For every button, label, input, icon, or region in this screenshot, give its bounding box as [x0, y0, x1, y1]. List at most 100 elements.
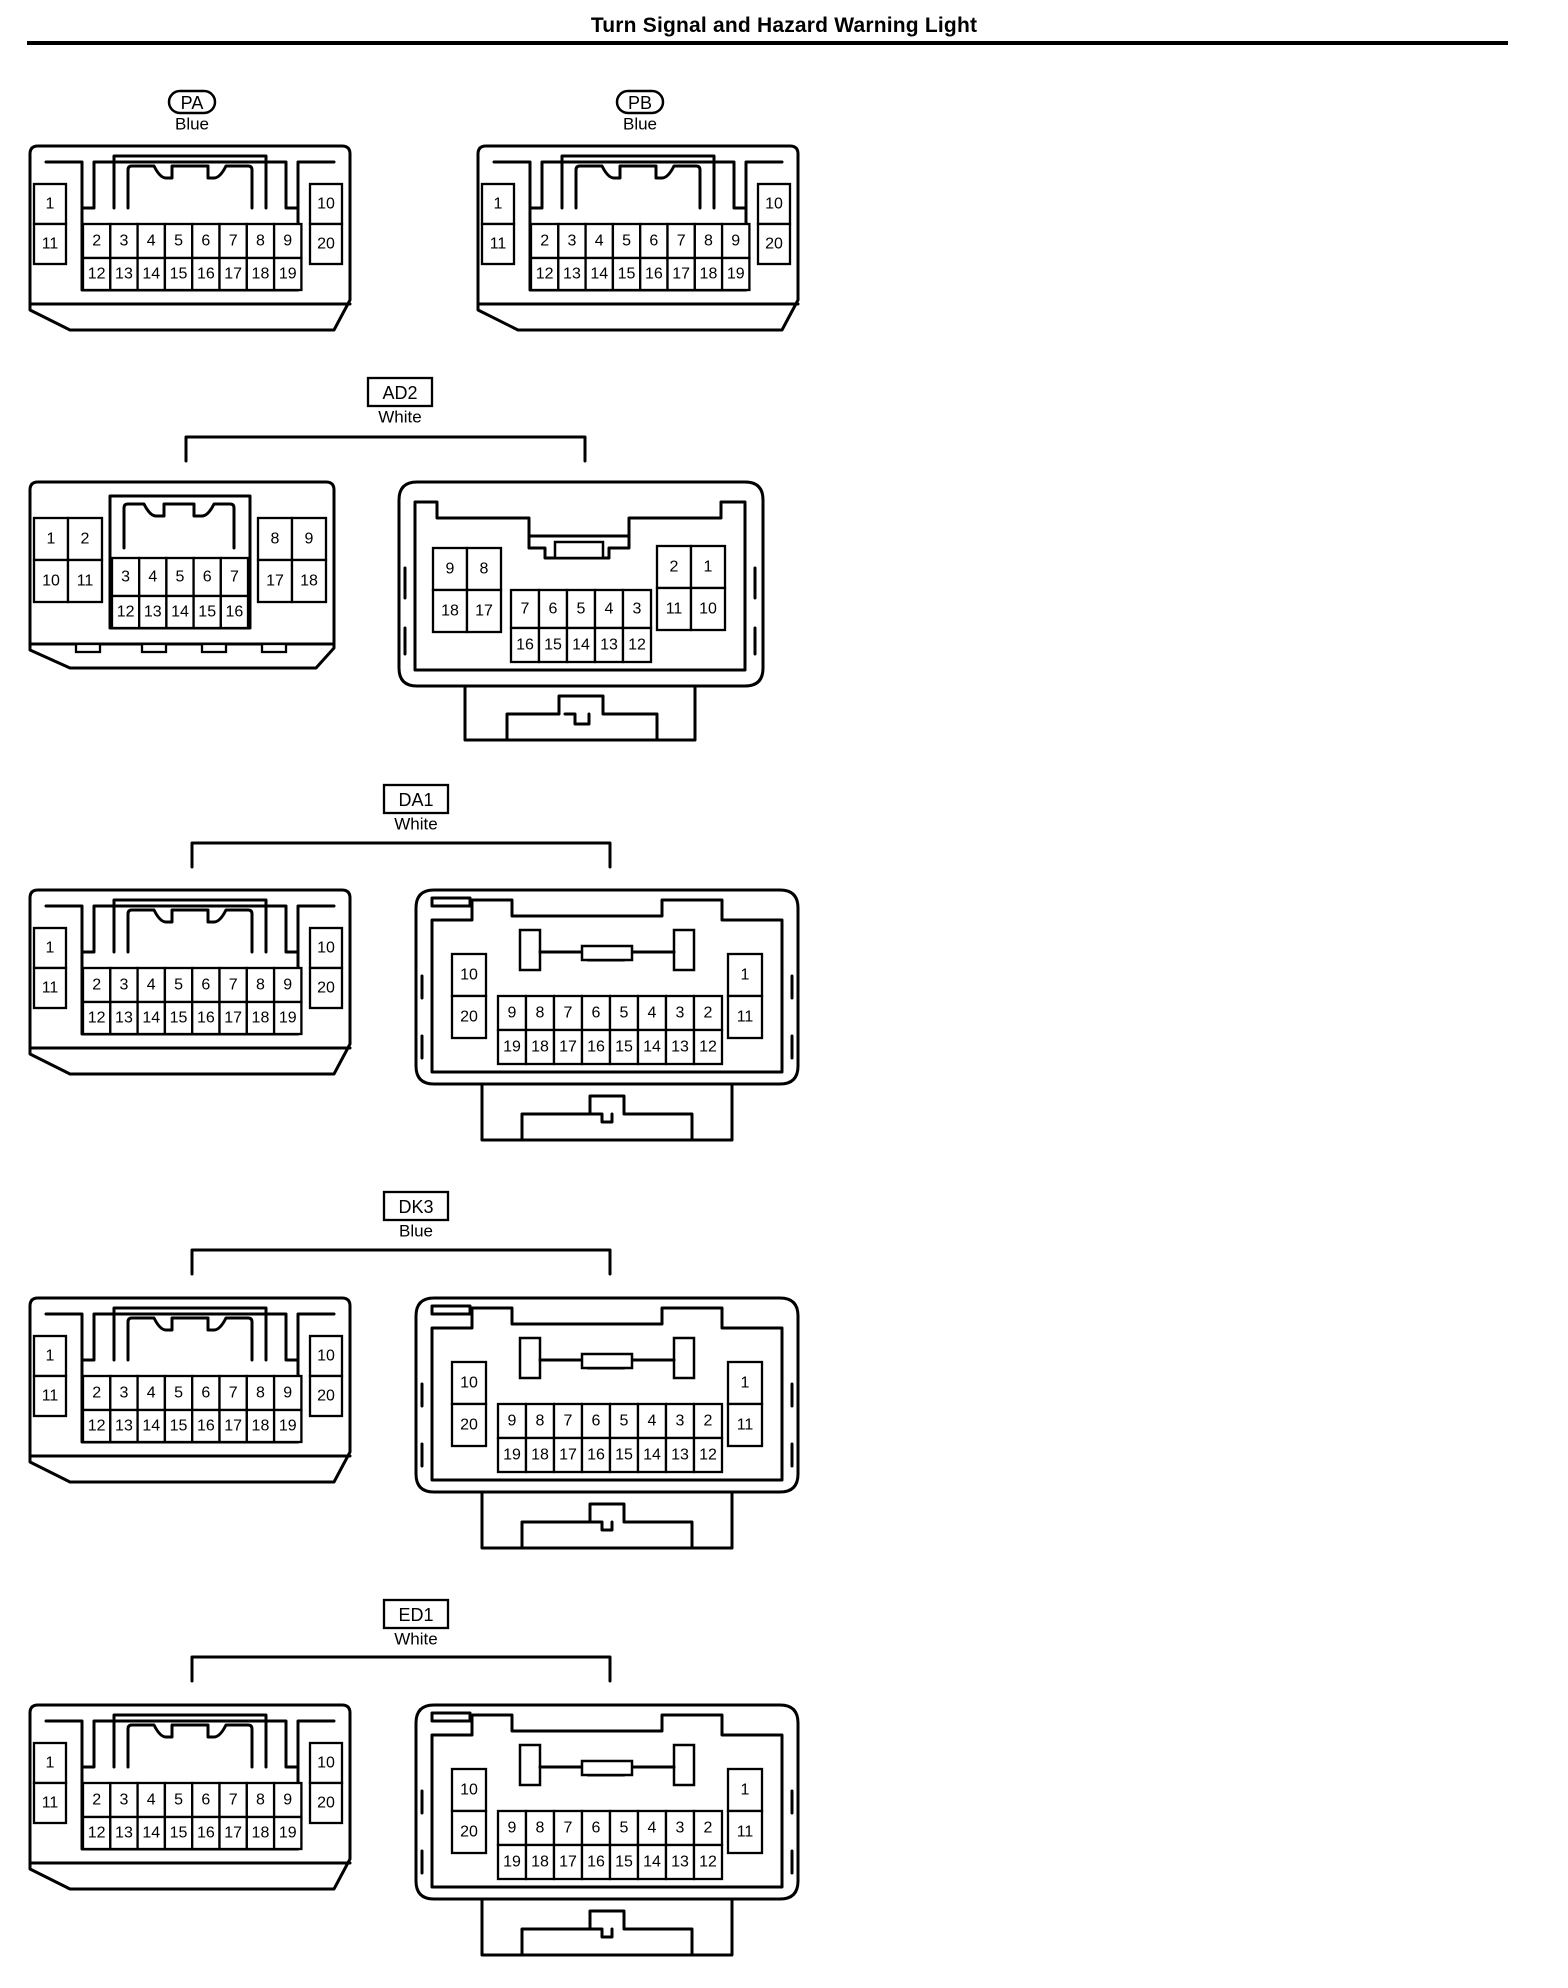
pin-cell: [465, 588, 503, 634]
pin-cell: [272, 1781, 303, 1819]
pin-cell: [32, 222, 68, 266]
housing-outline: [28, 1296, 352, 1484]
pin-label: 17: [266, 573, 284, 590]
pin-label: 7: [229, 1792, 238, 1809]
pin-cell: [621, 626, 653, 664]
pin-cell: [32, 182, 68, 226]
pin-label: 3: [119, 233, 128, 250]
label-oval: [615, 89, 665, 115]
locking-tab: [672, 1336, 696, 1380]
inner-wall: [492, 160, 784, 210]
pin-label: 5: [176, 569, 185, 586]
pin-label: 12: [88, 1010, 106, 1027]
pin-label: 18: [252, 1825, 270, 1842]
pin-label: 8: [704, 233, 713, 250]
inner-wall: [44, 1719, 336, 1769]
label-box: [382, 783, 450, 815]
pin-cell: [218, 966, 248, 1004]
pin-label: 1: [741, 1375, 750, 1392]
pin-label: 2: [704, 1820, 713, 1837]
pin-label: 19: [279, 266, 297, 283]
latch-slot: [580, 1759, 634, 1777]
pin-label: 16: [197, 1825, 215, 1842]
pin-label: 12: [699, 1447, 717, 1464]
pin-cell: [524, 1402, 556, 1440]
pin-label: 15: [198, 604, 216, 621]
pair-bracket-ED1: [190, 1655, 612, 1683]
connector-code: DA1: [398, 790, 433, 810]
pin-label: 17: [475, 603, 493, 620]
pin-label: 10: [317, 1755, 335, 1772]
pin-cell: [109, 256, 139, 292]
latch-block: [463, 684, 697, 742]
pin-label: 19: [503, 1854, 521, 1871]
pin-label: 15: [170, 1825, 188, 1842]
latch-inner: [126, 164, 254, 210]
latch-inner: [574, 164, 702, 210]
pin-label: 10: [317, 1348, 335, 1365]
pin-cell: [496, 1436, 528, 1474]
pin-label: 19: [279, 1825, 297, 1842]
pin-label: 14: [643, 1447, 661, 1464]
pin-cell: [664, 1843, 696, 1881]
page-title: Turn Signal and Hazard Warning Light: [590, 14, 978, 37]
pin-label: 6: [201, 233, 210, 250]
pin-cell: [308, 1741, 344, 1785]
pin-cell: [537, 626, 569, 664]
pin-label: 3: [119, 977, 128, 994]
pin-cell: [584, 222, 615, 260]
pin-cell: [218, 256, 248, 292]
pin-label: 20: [317, 236, 335, 253]
connector-color: White: [394, 815, 437, 834]
pin-cell: [191, 966, 221, 1004]
pin-label: 2: [704, 1413, 713, 1430]
pin-cell: [32, 1374, 68, 1418]
pin-cell: [529, 256, 560, 292]
pin-label: 11: [77, 573, 94, 590]
pin-label: 18: [300, 573, 318, 590]
pin-cell: [136, 1408, 167, 1444]
connector-color: Blue: [623, 115, 657, 134]
clip: [74, 642, 102, 654]
pin-cell: [32, 1741, 68, 1785]
clip: [260, 642, 288, 654]
pin-cell: [272, 1000, 303, 1036]
connector-color: White: [378, 408, 421, 427]
locking-tab: [672, 1743, 696, 1787]
housing-outline: [397, 480, 765, 688]
pin-label: 3: [676, 1820, 685, 1837]
pin-cell: [726, 1402, 764, 1448]
pin-label: 1: [46, 940, 55, 957]
pin-label: 13: [144, 604, 162, 621]
pin-label: 8: [256, 977, 265, 994]
inner-wall: [430, 1306, 784, 1482]
pin-label: 16: [516, 637, 534, 654]
housing-outline: [476, 144, 800, 332]
latch-notch: [588, 1927, 614, 1939]
pin-label: 3: [676, 1005, 685, 1022]
label-oval: [167, 89, 217, 115]
pin-cell: [450, 1402, 488, 1448]
pin-label: 15: [170, 1418, 188, 1435]
pin-cell: [509, 588, 541, 630]
pin-cell: [245, 1815, 276, 1851]
pin-label: 7: [521, 601, 530, 618]
pin-cell: [245, 1000, 276, 1036]
pin-cell: [109, 1000, 139, 1036]
pin-cell: [32, 558, 70, 604]
pin-cell: [272, 966, 303, 1004]
pin-label: 5: [577, 601, 586, 618]
pin-label: 9: [283, 1792, 292, 1809]
corner-step: [430, 1304, 472, 1316]
pin-label: 1: [46, 1755, 55, 1772]
pin-cell: [192, 594, 222, 630]
housing-outline: [28, 888, 352, 1076]
pin-cell: [218, 1815, 248, 1851]
pin-cell: [636, 994, 668, 1032]
pin-label: 10: [765, 196, 783, 213]
pin-label: 12: [88, 266, 106, 283]
